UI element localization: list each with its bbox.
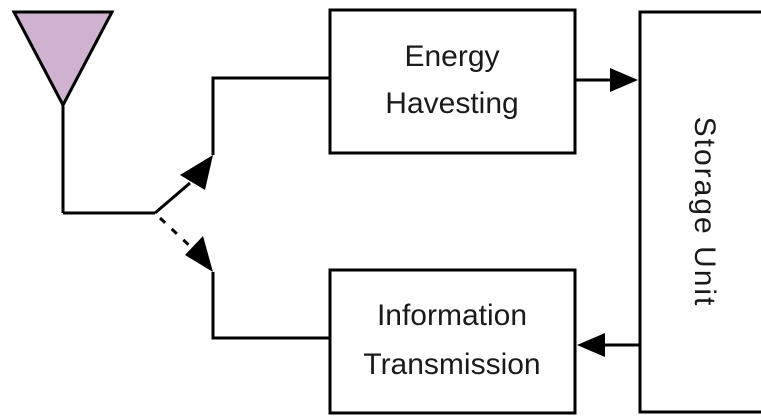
- information-transmission-block: Information Transmission: [328, 268, 577, 415]
- energy-harvesting-label-line1: Energy: [404, 40, 499, 73]
- information-transmission-label-line2: Transmission: [363, 348, 540, 381]
- storage-unit-block: Storage Unit: [638, 10, 761, 414]
- information-transmission-box: [328, 268, 577, 415]
- arrow-right-icon: [610, 68, 638, 92]
- energy-harvesting-label-line2: Havesting: [385, 87, 518, 120]
- switch-arrowhead-up-icon: [180, 155, 213, 190]
- storage-unit-label: Storage Unit: [688, 117, 721, 308]
- energy-harvesting-box: [328, 8, 577, 155]
- storage-unit-box: [638, 10, 761, 414]
- switch-arm-inactive: [158, 216, 194, 250]
- path-to-energy-harvesting: [211, 76, 330, 155]
- information-transmission-label-line1: Information: [377, 299, 527, 332]
- energy-harvesting-block: Energy Havesting: [328, 8, 577, 155]
- arrow-left-icon: [577, 333, 605, 357]
- switch-arrowhead-down-icon: [185, 236, 213, 272]
- antenna-triangle-icon: [11, 10, 115, 109]
- path-to-information-transmission: [211, 272, 330, 340]
- switch-arm-active: [154, 181, 191, 215]
